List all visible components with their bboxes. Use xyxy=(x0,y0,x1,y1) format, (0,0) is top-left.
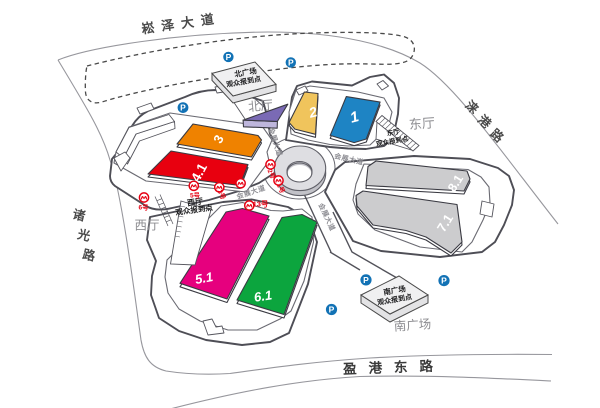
svg-text:2: 2 xyxy=(306,103,319,121)
svg-text:6.1: 6.1 xyxy=(253,287,273,304)
svg-text:诸: 诸 xyxy=(71,206,87,224)
svg-text:6号: 6号 xyxy=(139,203,150,212)
svg-text:路: 路 xyxy=(81,246,97,264)
svg-text:东厅: 东厅 xyxy=(408,115,435,132)
svg-text:西厅: 西厅 xyxy=(187,197,204,208)
svg-text:北厅: 北厅 xyxy=(247,98,273,114)
svg-text:13号: 13号 xyxy=(253,200,269,209)
svg-text:P: P xyxy=(441,276,447,286)
svg-text:P: P xyxy=(329,305,335,315)
svg-text:北广场: 北广场 xyxy=(234,65,258,79)
svg-text:P: P xyxy=(288,58,294,68)
svg-text:盈港东路: 盈港东路 xyxy=(342,357,445,377)
svg-text:东厅: 东厅 xyxy=(386,126,401,137)
svg-text:西厅: 西厅 xyxy=(134,219,159,233)
svg-text:P: P xyxy=(180,103,186,113)
svg-text:5号: 5号 xyxy=(190,190,201,199)
svg-text:光: 光 xyxy=(75,226,92,244)
svg-text:南广场: 南广场 xyxy=(383,283,407,297)
svg-text:南广场: 南广场 xyxy=(393,316,431,334)
svg-text:P: P xyxy=(226,52,232,62)
svg-text:P: P xyxy=(363,275,369,285)
svg-text:5.1: 5.1 xyxy=(194,269,214,287)
